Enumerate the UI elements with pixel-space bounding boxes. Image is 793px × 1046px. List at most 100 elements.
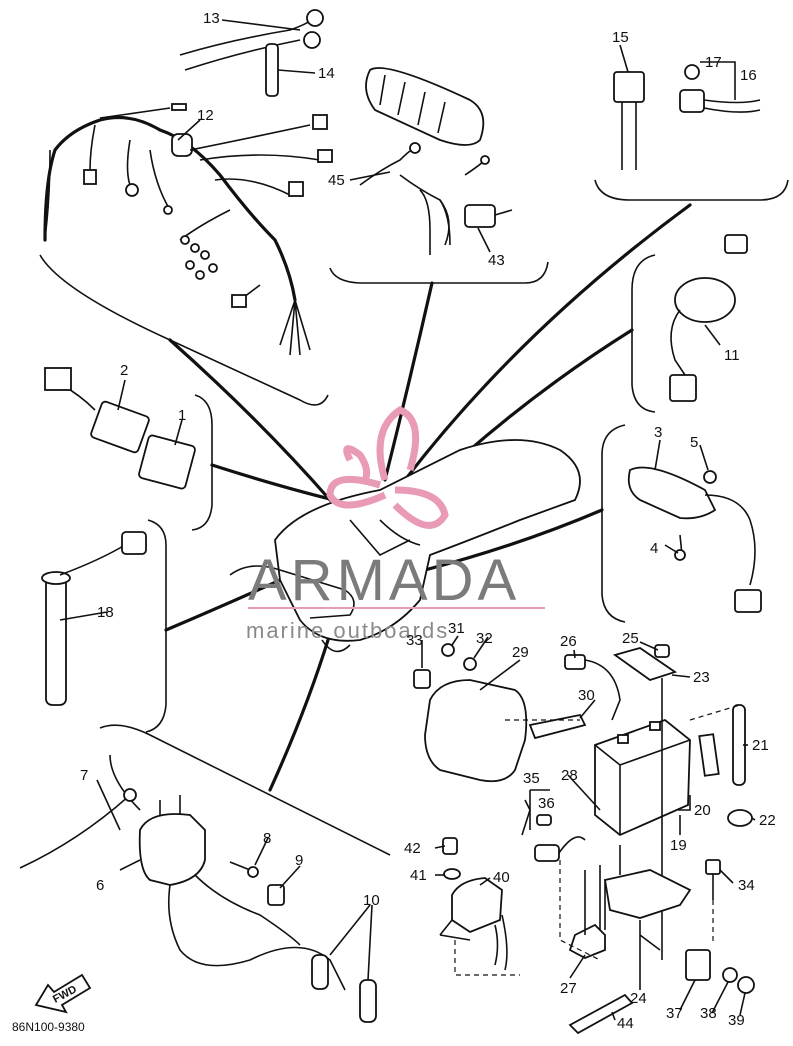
label-4: 4 (650, 540, 658, 557)
label-27: 27 (560, 980, 577, 997)
label-12: 12 (197, 107, 214, 124)
label-33: 33 (406, 632, 423, 649)
label-leaders (59, 19, 756, 1021)
label-18: 18 (97, 604, 114, 621)
label-20: 20 (694, 802, 711, 819)
assembly-line-c (559, 860, 601, 961)
label-28: 28 (561, 767, 578, 784)
part-42-bolt (442, 837, 458, 855)
label-7: 7 (80, 767, 88, 784)
part-43-handlebar-switch (419, 155, 513, 255)
part-9-clip (267, 884, 285, 906)
label-23: 23 (693, 669, 710, 686)
leader-rectifier (403, 203, 692, 482)
label-15: 15 (612, 29, 629, 46)
part-40-starter-relay (439, 877, 508, 971)
part-23-battery-band (612, 647, 678, 960)
label-2: 2 (120, 362, 128, 379)
part-15-rectifier (613, 71, 645, 170)
label-6: 6 (96, 877, 104, 894)
part-13-wire-lead (179, 9, 324, 71)
label-36: 36 (538, 795, 555, 812)
part-22-grommet (727, 809, 753, 827)
drawing-code: 86N100-9380 (12, 1020, 85, 1034)
label-40: 40 (493, 869, 510, 886)
label-29: 29 (512, 644, 529, 661)
part-10-plug-cap (311, 954, 377, 1023)
group-outline-ignition (99, 724, 391, 856)
watermark-tagline: marine outboards (246, 618, 449, 643)
part-25-nut (654, 644, 670, 658)
part-8-bolt (229, 861, 259, 878)
part-29-battery-cover (424, 679, 528, 783)
label-17: 17 (705, 54, 722, 71)
group-outline-taillight (601, 424, 626, 623)
label-21: 21 (752, 737, 769, 754)
label-34: 34 (738, 877, 755, 894)
part-44-band (568, 993, 634, 1035)
part-18-fuel-sender (41, 531, 147, 706)
handlebar-grip (365, 67, 485, 146)
label-11: 11 (724, 347, 740, 364)
label-3: 3 (654, 424, 662, 441)
part-1-relay (138, 434, 196, 490)
label-30: 30 (578, 687, 595, 704)
leader-harness (168, 338, 332, 502)
leader-taillight (423, 508, 604, 572)
part-27-bracket (568, 865, 606, 959)
label-41: 41 (410, 867, 427, 884)
part-12-wire-harness (43, 103, 333, 356)
assembly-line-e (454, 940, 520, 976)
label-13: 13 (203, 10, 220, 27)
label-39: 39 (728, 1012, 745, 1029)
label-14: 14 (318, 65, 335, 82)
group-outline-grip (329, 261, 549, 284)
group-outline-rectifier (594, 179, 789, 201)
group-outline-switch (631, 254, 656, 413)
label-24: 24 (630, 990, 647, 1007)
label-22: 22 (759, 812, 776, 829)
watermark: ARMADA marine outboards (246, 406, 545, 643)
label-1: 1 (178, 407, 186, 424)
part-28-battery (594, 718, 691, 837)
label-32: 32 (476, 630, 493, 647)
label-19: 19 (670, 837, 687, 854)
part-34-bolt (705, 859, 721, 900)
part-45-wire (359, 142, 450, 246)
group-outline-harness (39, 254, 329, 406)
part-26-battery-lead (564, 654, 621, 721)
part-41-washer (443, 868, 461, 880)
label-25: 25 (622, 630, 639, 647)
label-16: 16 (740, 67, 757, 84)
watermark-logo-icon (326, 406, 449, 529)
label-38: 38 (700, 1005, 717, 1022)
group-outline-relay (191, 394, 213, 531)
part-14-band-clamp (265, 43, 279, 97)
label-8: 8 (263, 830, 271, 847)
label-45: 45 (328, 172, 345, 189)
part-35-fuse-holder (521, 799, 586, 862)
label-44: 44 (617, 1015, 634, 1032)
part-3-taillight (627, 466, 762, 613)
part-37-damper (685, 949, 711, 981)
part-38-washer (722, 967, 738, 983)
label-9: 9 (295, 852, 303, 869)
label-26: 26 (560, 633, 577, 650)
rear-fender-frame (229, 439, 581, 653)
label-42: 42 (404, 840, 421, 857)
part-2-relay (44, 367, 150, 454)
part-39-nut (737, 976, 755, 994)
part-30-battery-lead (528, 713, 587, 740)
part-labels: 13 14 12 15 17 16 45 43 11 2 1 3 5 4 18 … (80, 10, 776, 1032)
watermark-brand: ARMADA (248, 548, 520, 613)
part-11-main-switch (669, 234, 748, 402)
part-20-pad (698, 733, 720, 777)
leader-grip (383, 281, 434, 482)
label-31: 31 (448, 620, 465, 637)
label-5: 5 (690, 434, 698, 451)
part-33-nut (413, 669, 431, 689)
group-outline-sender (145, 519, 167, 733)
forward-arrow-icon: FWD (34, 973, 92, 1014)
